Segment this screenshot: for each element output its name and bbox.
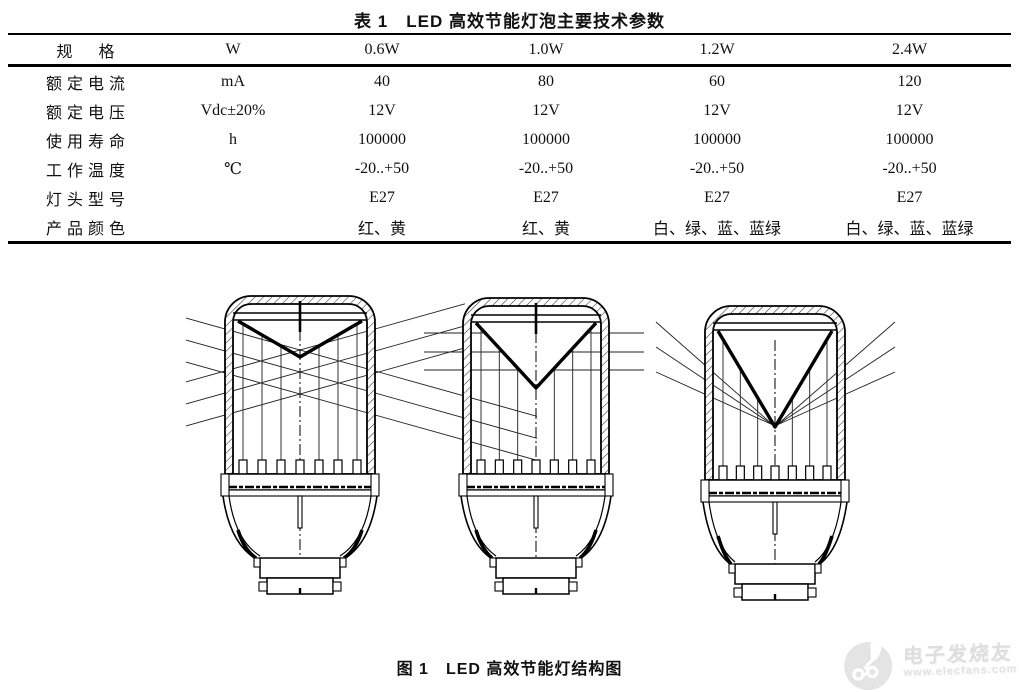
table-cell: 12V: [895, 101, 924, 119]
watermark-name: 电子发烧友: [902, 641, 1014, 668]
row-label: 使用寿命: [45, 133, 130, 151]
table-cell: -20..+50: [518, 159, 574, 177]
table-cell: 120: [897, 72, 922, 90]
table-cell: E27: [896, 188, 923, 206]
table-cell: mA: [221, 72, 245, 90]
table-cell: 12V: [703, 101, 731, 119]
row-label: 灯头型号: [45, 191, 130, 209]
lamp-drawing: [655, 305, 896, 601]
table-row: 额定电压 Vdc±20% 12V 12V 12V 12V: [8, 96, 1011, 125]
table-cell: 100000: [693, 130, 741, 148]
table-cell: 100000: [885, 130, 934, 148]
table-cell: -20..+50: [354, 159, 410, 177]
watermark: 电子发烧友 www.elecfans.com: [840, 631, 1018, 692]
row-label: 额定电压: [45, 104, 130, 122]
column-header: 规 格: [56, 43, 120, 61]
table-cell: 80: [538, 72, 554, 90]
lamp-drawing: [185, 295, 538, 595]
table-cell: 40: [374, 72, 390, 90]
table-cell: E27: [704, 188, 730, 206]
column-header: 1.2W: [699, 40, 735, 58]
table-cell: 白、绿、蓝、蓝绿: [652, 220, 781, 238]
row-label: 额定电流: [45, 75, 130, 93]
figure-caption: 图 1 LED 高效节能灯结构图: [396, 661, 623, 678]
table-cell: -20..+50: [689, 159, 745, 177]
column-header: 0.6W: [364, 40, 400, 58]
table-cell: h: [229, 130, 237, 148]
column-header: W: [225, 40, 241, 58]
table-row: 额定电流 mA 40 80 60 120: [8, 66, 1011, 97]
table-row: 工作温度 ℃ -20..+50 -20..+50 -20..+50 -20..+50: [8, 154, 1011, 183]
column-header: 2.4W: [891, 40, 928, 58]
table-header-row: 规 格 W 0.6W 1.0W 1.2W 2.4W: [8, 34, 1011, 66]
table-cell: 白、绿、蓝、蓝绿: [845, 220, 974, 238]
table-cell: 60: [709, 72, 725, 90]
table-cell: 12V: [368, 101, 396, 119]
table-cell: 红、黄: [521, 220, 570, 238]
lamp-drawing: [424, 297, 644, 595]
table-cell: E27: [533, 188, 559, 206]
row-label: 产品颜色: [45, 220, 130, 238]
table-cell: Vdc±20%: [200, 101, 266, 119]
table-cell: 100000: [522, 130, 570, 148]
elecfans-logo-icon: [844, 642, 893, 691]
table-cell: -20..+50: [882, 159, 937, 177]
table-row: 使用寿命 h 100000 100000 100000 100000: [8, 125, 1011, 154]
row-label: 工作温度: [45, 162, 130, 180]
table-cell: 12V: [532, 101, 560, 119]
table-row: 产品颜色 红、黄 红、黄 白、绿、蓝、蓝绿 白、绿、蓝、蓝绿: [8, 212, 1011, 243]
table-title: 表 1 LED 高效节能灯泡主要技术参数: [354, 12, 665, 31]
table-cell: E27: [369, 188, 395, 206]
table-row: 灯头型号 E27 E27 E27 E27: [8, 183, 1011, 212]
column-header: 1.0W: [528, 40, 564, 58]
table-cell: 红、黄: [357, 220, 406, 238]
table-cell: 100000: [358, 130, 406, 148]
spec-table: 规 格 W 0.6W 1.0W 1.2W 2.4W 额定电流 mA 40 80 60 120 额定电压…: [8, 33, 1011, 244]
table-cell: ℃: [224, 160, 242, 178]
